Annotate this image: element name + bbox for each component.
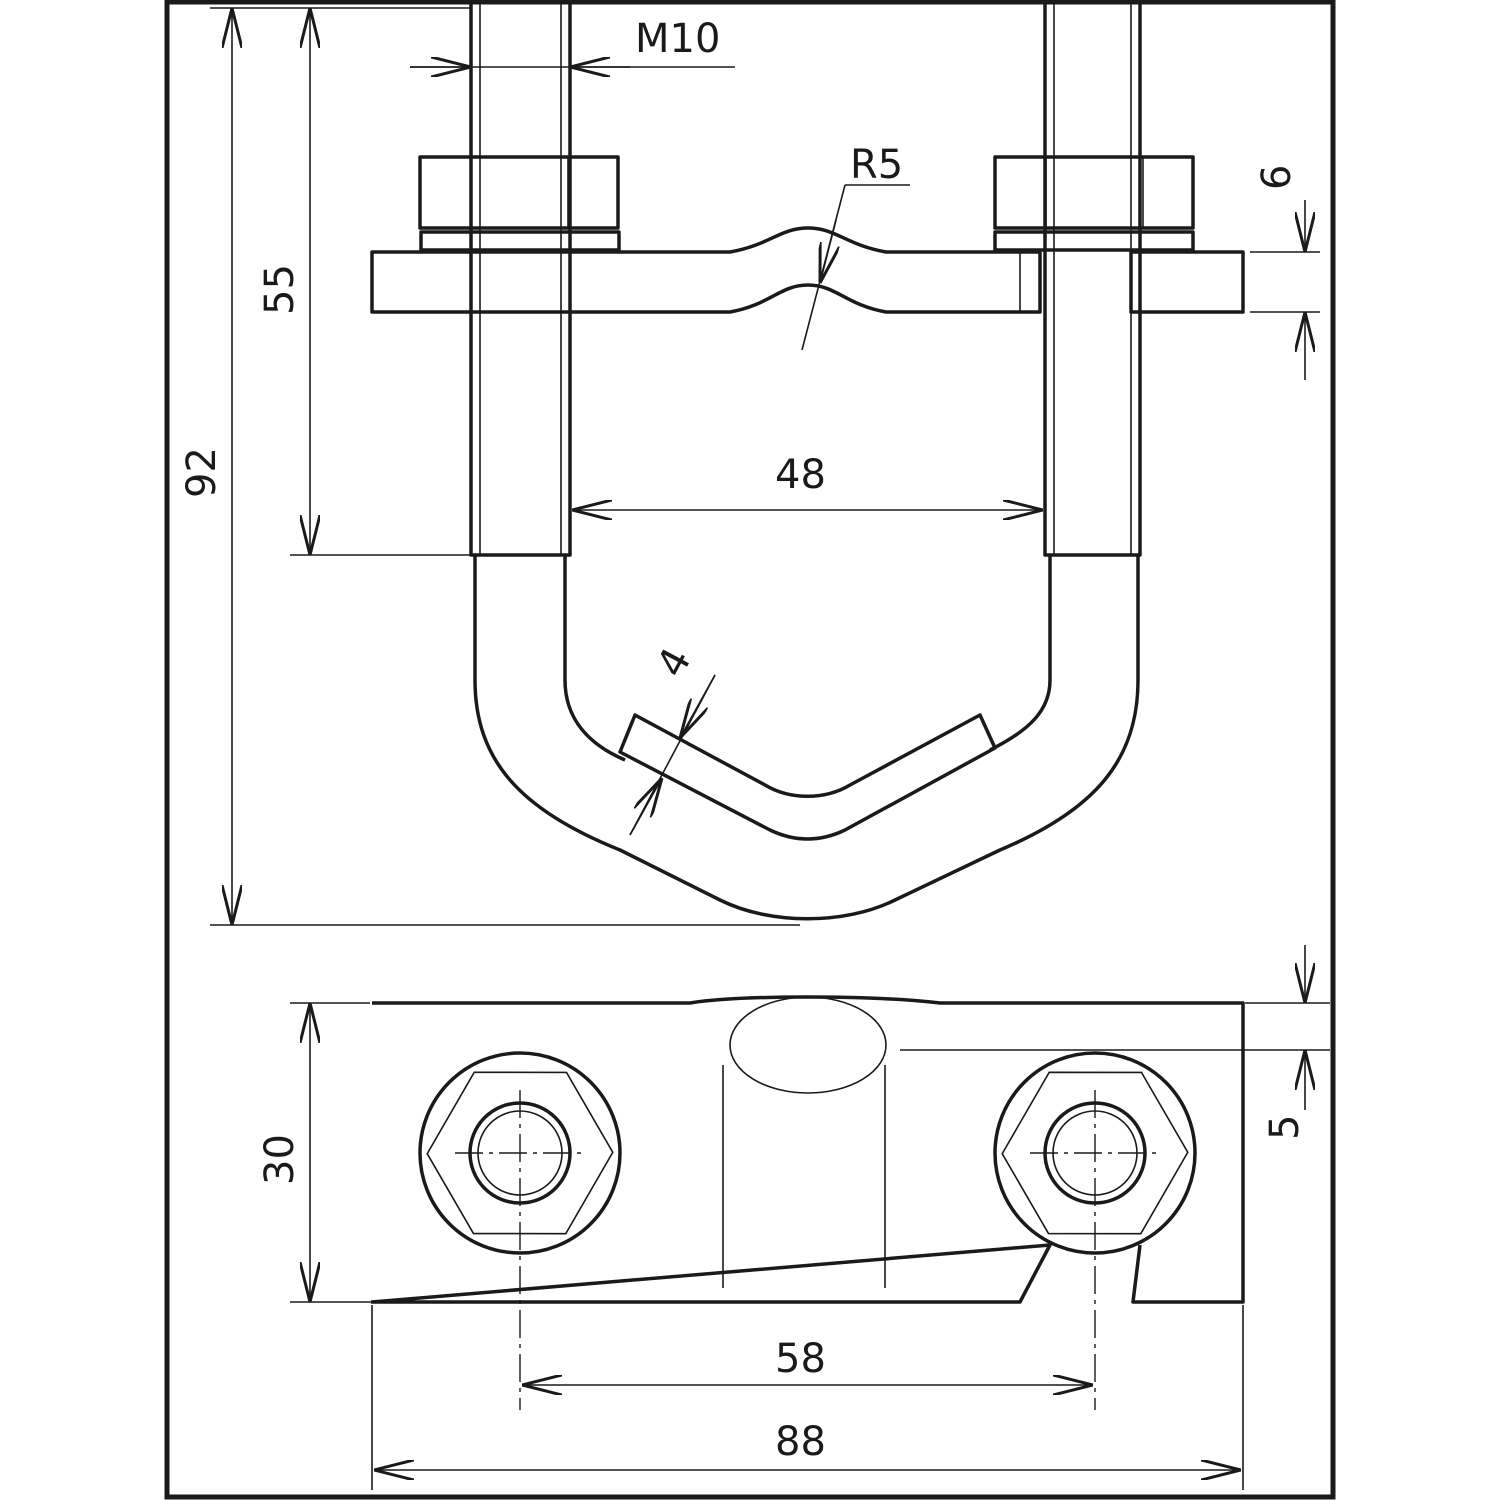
right-bolt — [1043, 0, 1142, 557]
u-bolt-bend — [473, 555, 1140, 921]
inner-width-label: 48 — [775, 452, 826, 498]
left-nut — [418, 155, 621, 252]
top-view — [370, 995, 1245, 1410]
drawing-frame — [164, 0, 1336, 1500]
bolt-length-label: 55 — [257, 264, 303, 315]
total-length-label: 88 — [775, 1419, 826, 1465]
total-height-label: 92 — [179, 447, 225, 498]
front-view — [370, 0, 1245, 921]
dimension-lines — [210, 7, 1320, 926]
top-view-dimension-lines — [290, 945, 1330, 1490]
thread-size-label: M10 — [635, 16, 720, 62]
saddle-thickness-label: 4 — [648, 641, 701, 685]
plate-thickness-label: 6 — [1254, 165, 1300, 190]
saddle — [618, 713, 997, 841]
clamp-plate — [370, 226, 1245, 314]
hole-spacing-label: 58 — [775, 1336, 826, 1382]
radius-label: R5 — [850, 142, 903, 188]
offset-label: 5 — [1262, 1115, 1308, 1140]
width-label: 30 — [257, 1134, 303, 1185]
right-nut — [993, 155, 1195, 252]
left-bolt — [469, 0, 572, 557]
